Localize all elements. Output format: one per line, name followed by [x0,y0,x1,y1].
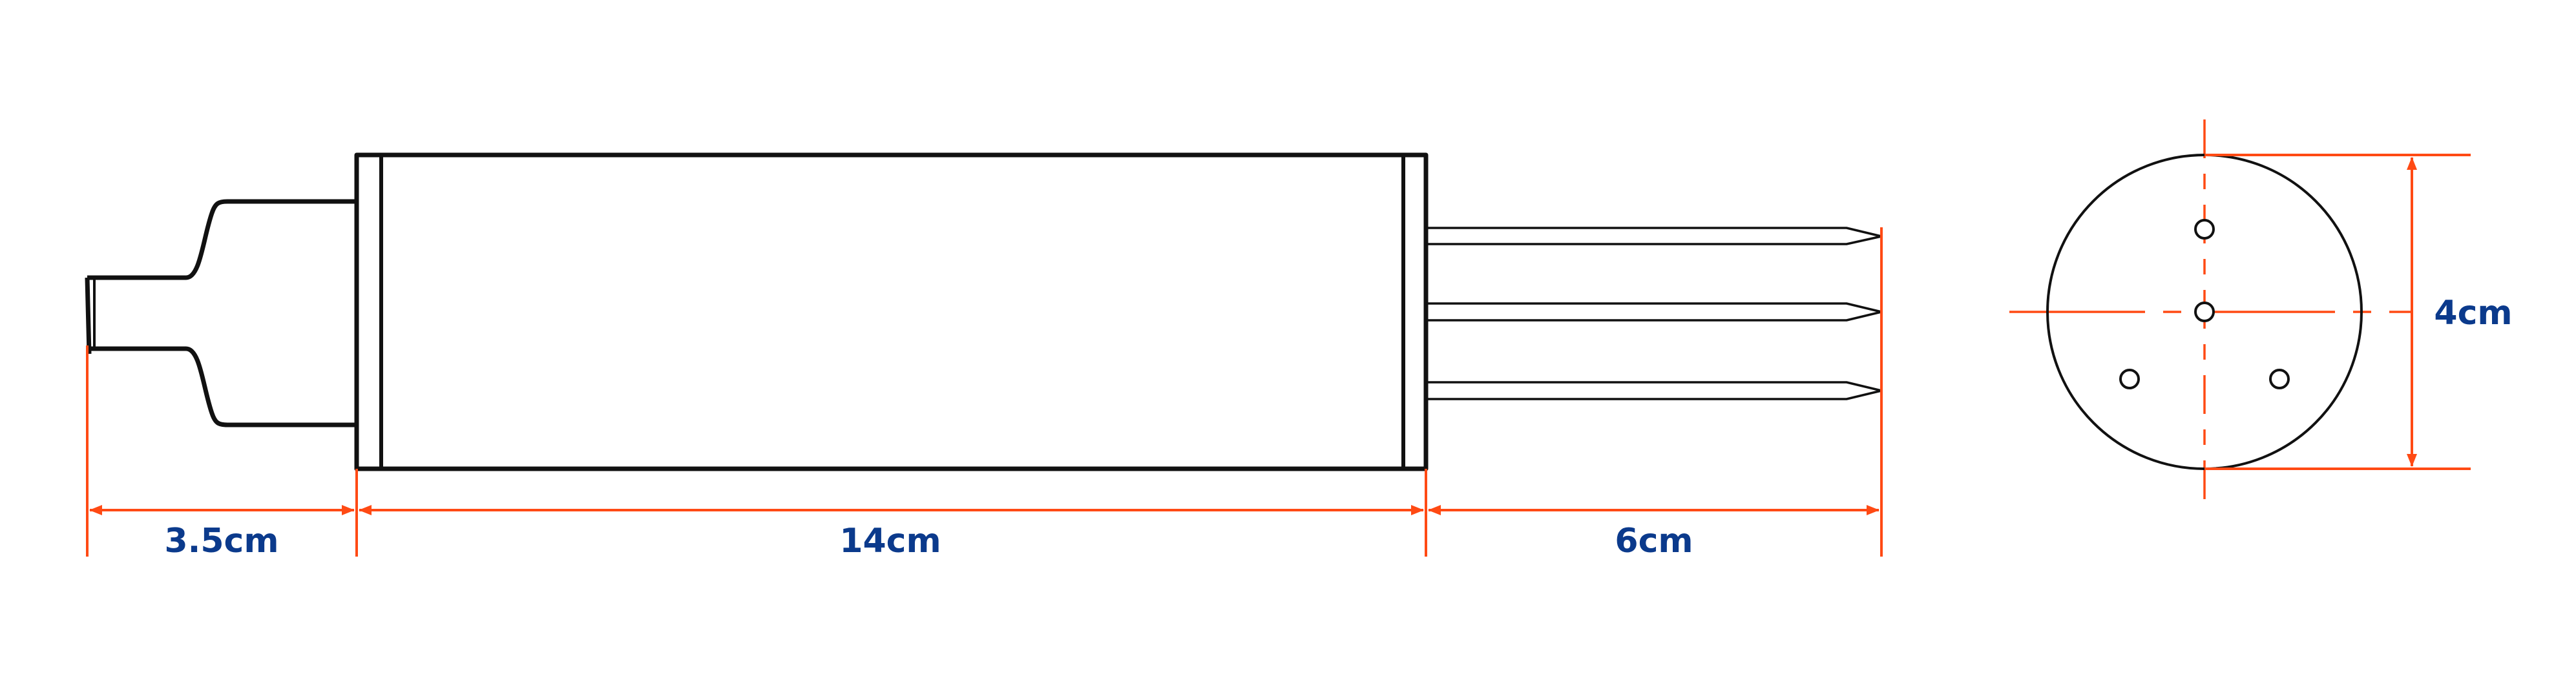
side-view [85,152,1883,471]
connector [85,199,357,427]
probe-length-label: 6cm [1615,522,1693,560]
needle-top [1426,227,1883,245]
pin-hole-left [2119,369,2140,389]
end-view: 4cm [2009,119,2513,504]
side-dimensions [86,227,1883,557]
side-dimension-labels: 3.5cm 14cm 6cm [164,522,1693,560]
pin-hole-center [2194,302,2215,322]
pin-holes [2119,219,2290,389]
needle-middle [1426,302,1883,322]
diameter-label: 4cm [2434,294,2512,333]
pin-hole-right [2269,369,2290,389]
diameter-dimension [2204,154,2471,470]
main-body [354,152,1429,471]
body-length-label: 14cm [839,522,941,560]
probe-needles [1426,227,1883,400]
needle-bottom [1426,381,1883,400]
connector-length-label: 3.5cm [164,522,278,560]
pin-hole-top [2194,219,2215,240]
